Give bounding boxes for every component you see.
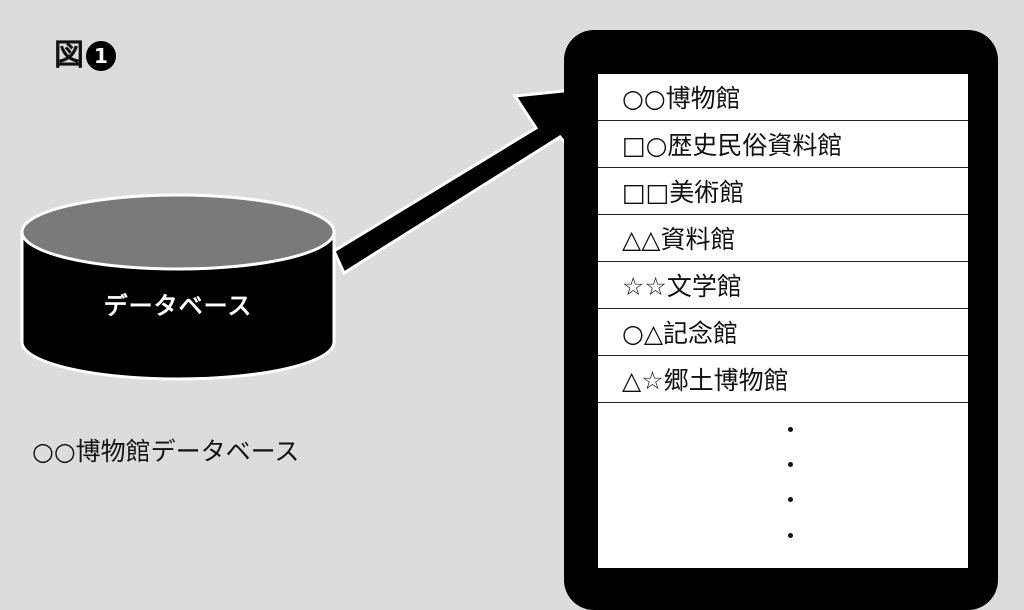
list-item[interactable]: □□美術館 [598, 168, 968, 215]
ellipsis-dot [788, 462, 793, 467]
list-item[interactable]: △△資料館 [598, 215, 968, 262]
figure-number-badge: 1 [86, 41, 116, 71]
continuation-dots [598, 403, 968, 568]
database-label: データベース [103, 291, 253, 320]
phone-screen: ○○博物館 □○歴史民俗資料館 □□美術館 △△資料館 ☆☆文学館 ○△記念館 … [598, 74, 968, 568]
list-item[interactable]: ☆☆文学館 [598, 262, 968, 309]
ellipsis-dot [788, 497, 793, 502]
database-caption: ○○博物館データベース [32, 437, 300, 466]
list-item[interactable]: □○歴史民俗資料館 [598, 121, 968, 168]
database-diagram [20, 84, 615, 381]
museum-list: ○○博物館 □○歴史民俗資料館 □□美術館 △△資料館 ☆☆文学館 ○△記念館 … [598, 74, 968, 403]
ellipsis-dot [788, 427, 793, 432]
list-item[interactable]: △☆郷土博物館 [598, 356, 968, 403]
list-item[interactable]: ○△記念館 [598, 309, 968, 356]
list-item[interactable]: ○○博物館 [598, 74, 968, 121]
database-cylinder-icon [20, 193, 336, 381]
figure-label-text: 図 [54, 38, 84, 73]
figure-label: 図 1 [54, 36, 116, 76]
ellipsis-dot [788, 533, 793, 538]
